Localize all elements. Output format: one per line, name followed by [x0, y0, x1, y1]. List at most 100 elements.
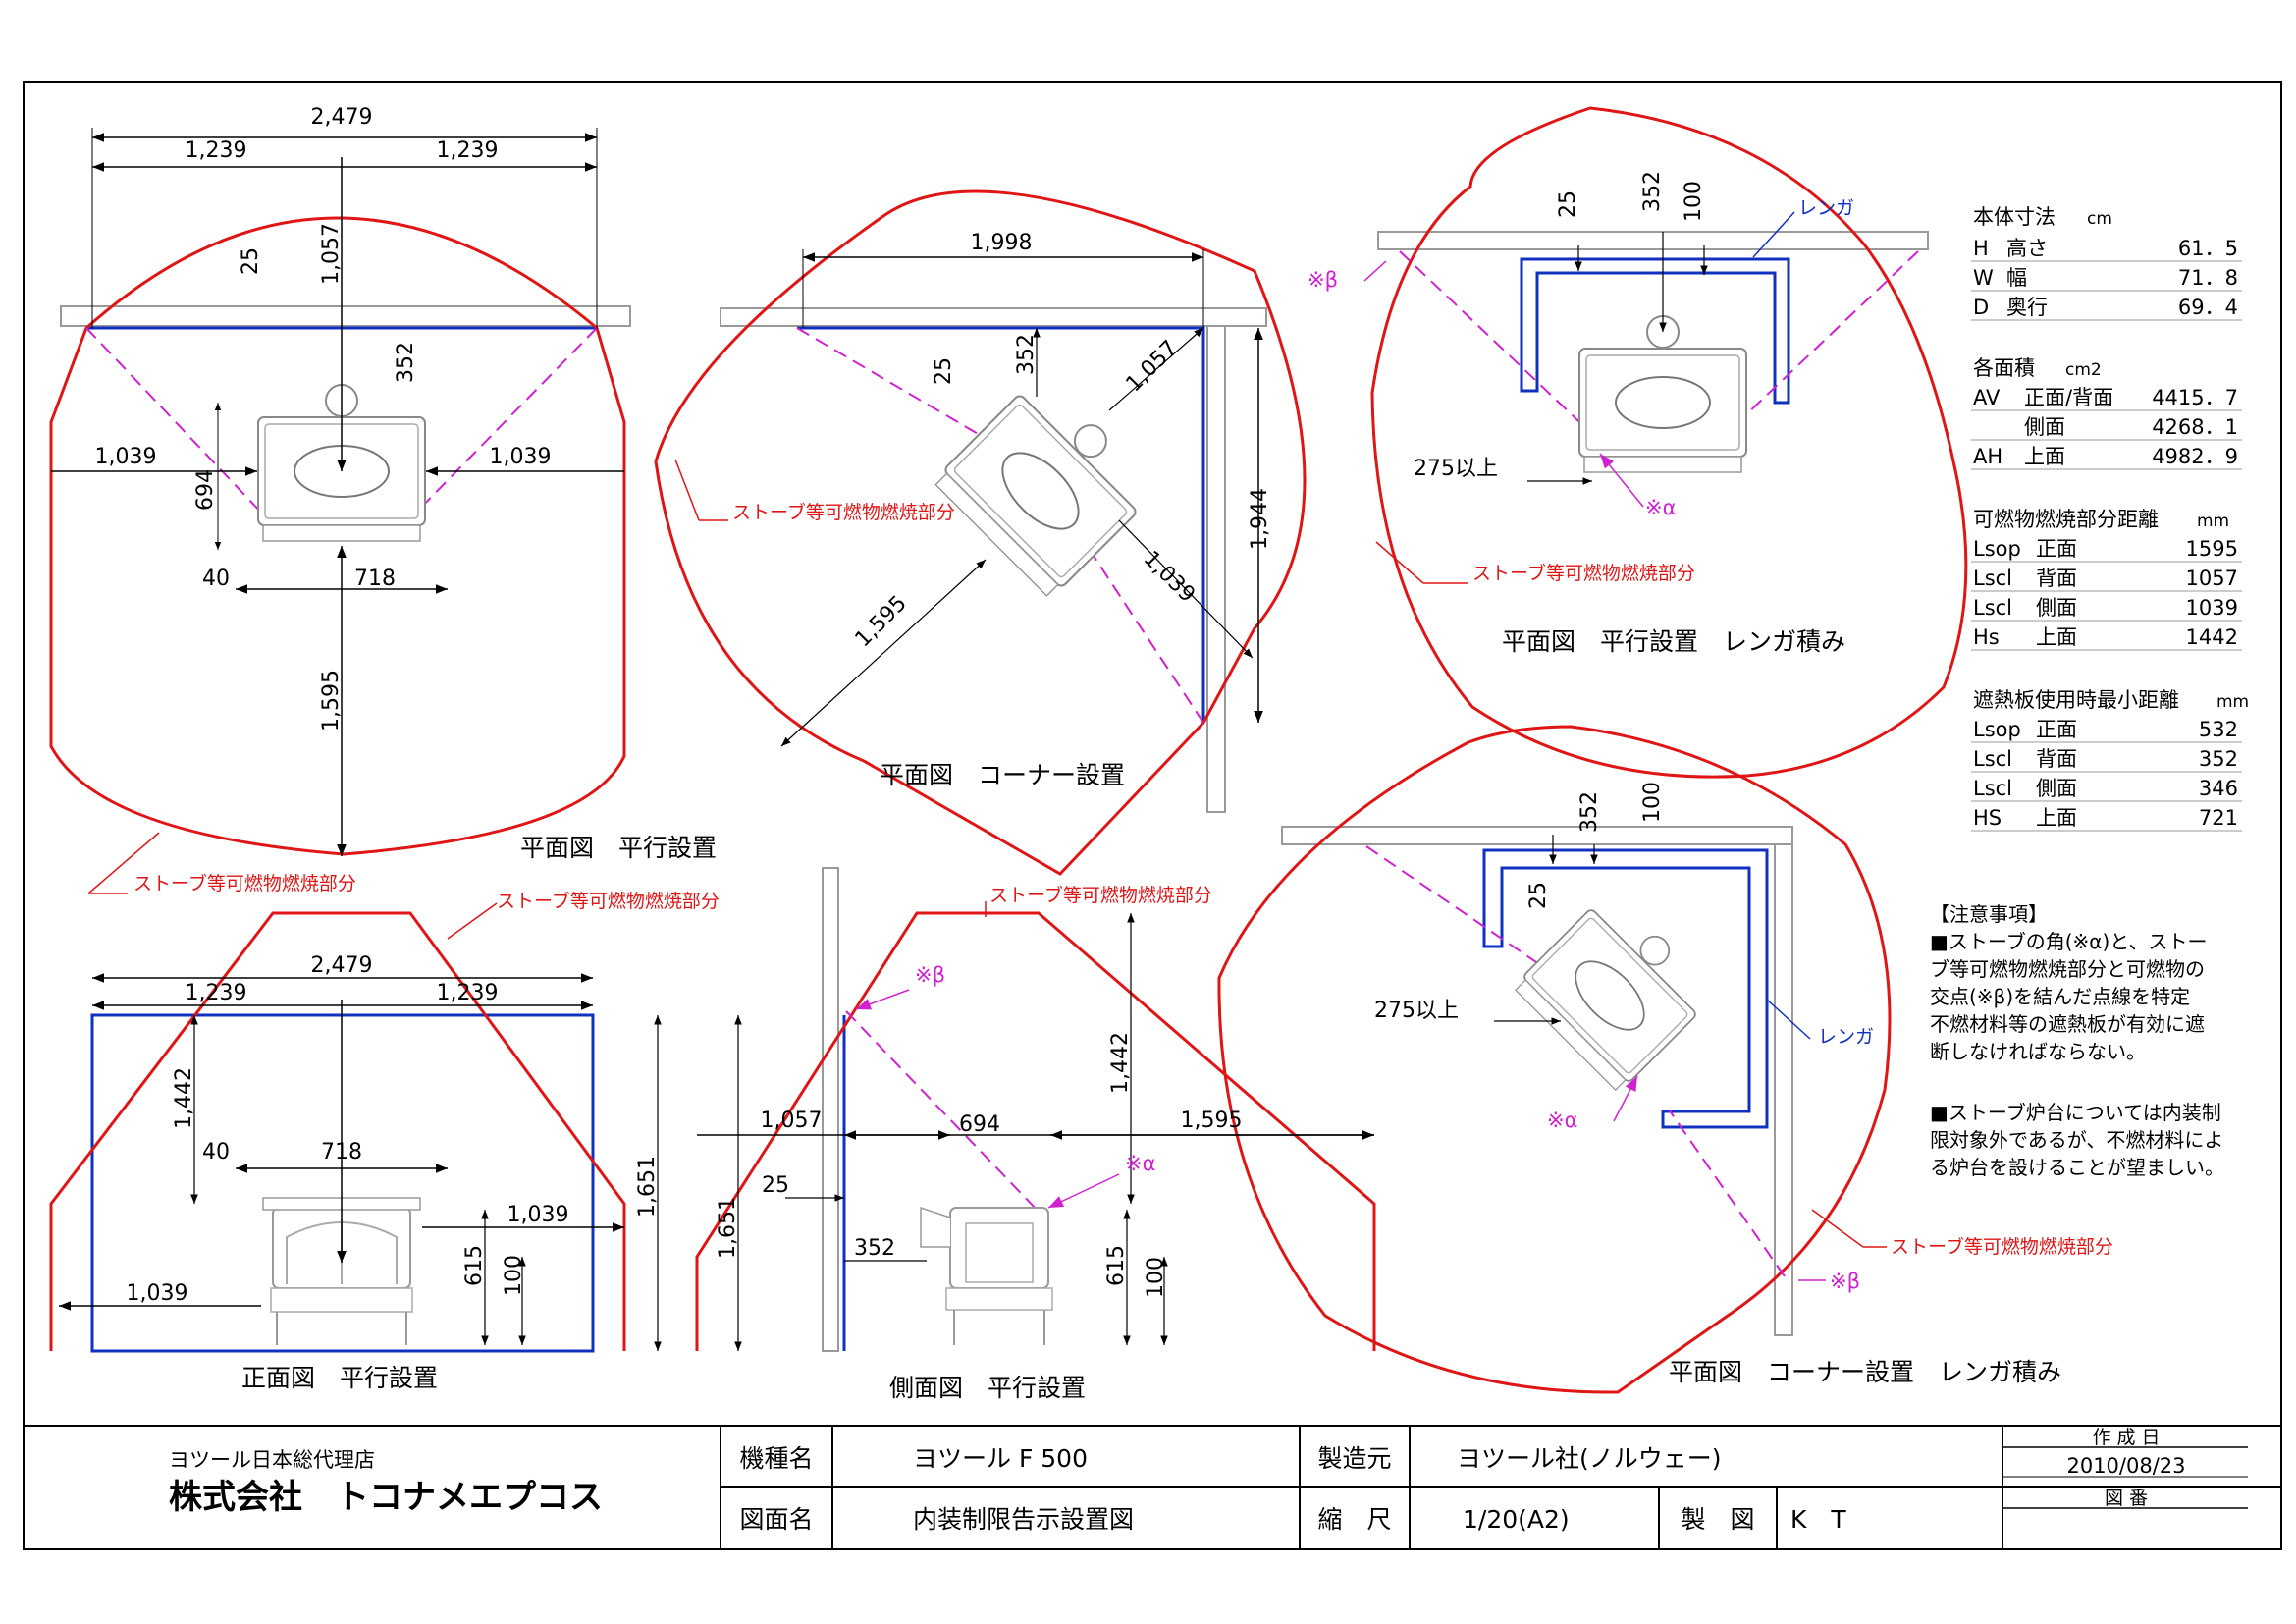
spec-key: Lscl: [1973, 567, 2012, 590]
note-line: 断しなければならない。: [1930, 1040, 2146, 1063]
spec-key: HS: [1973, 806, 2002, 830]
maker-value: ヨツール社(ノルウェー): [1457, 1444, 1722, 1473]
dim-side-left: 1,039: [127, 1281, 188, 1306]
notes-heading: 【注意事項】: [1930, 902, 2048, 926]
wall-outline: [90, 1013, 595, 1353]
spec-value: 1057: [2186, 567, 2238, 590]
alpha-label: ※α: [1125, 1152, 1155, 1175]
notes: 【注意事項】 ■ストーブの角(※α)と、ストー ブ等可燃物燃焼部分と可燃物の 交…: [1930, 902, 2224, 1179]
maker-label: 製造元: [1317, 1444, 1391, 1473]
drawing-no-label: 図 番: [2105, 1488, 2148, 1509]
combustion-zone-outline: [1370, 106, 1968, 779]
combustion-zone-outline: [49, 216, 626, 856]
zone-label: ストーブ等可燃物燃焼部分: [133, 872, 356, 894]
dim-height-1651: 1,651: [635, 1156, 660, 1218]
dim-rear-clear: 25: [762, 1173, 789, 1198]
view-side-parallel: 1,057 694 1,595 25 352 1,442 1,651 615 1…: [695, 867, 1376, 1402]
dim-rear-352: 352: [854, 1236, 895, 1261]
dim-25: 25: [1556, 190, 1580, 218]
stove-side-illustration: [920, 1206, 1053, 1345]
spec-name: 正面/背面: [2024, 386, 2113, 409]
dim-side-arc: 1,039: [1139, 547, 1200, 608]
spec-area-unit: cm2: [2065, 360, 2102, 380]
spec-value: 346: [2199, 777, 2238, 800]
spec-name: 背面: [2036, 567, 2077, 590]
dim-front: 1,595: [851, 591, 912, 652]
note-line: 限対象外であるが、不燃材料によ: [1930, 1128, 2223, 1152]
spec-value: 352: [2199, 747, 2238, 771]
spec-key: AV: [1973, 386, 2001, 409]
spec-key: Lscl: [1973, 747, 2012, 771]
dim-body-width: 718: [321, 1140, 362, 1164]
spec-key: W: [1973, 266, 1994, 290]
shield-dashed-line: [85, 327, 598, 517]
dim-height-1442: 1,442: [1108, 1032, 1133, 1094]
dim-100: 100: [1640, 782, 1665, 823]
beta-label: ※β: [1308, 268, 1338, 292]
drafter-label: 製 図: [1681, 1505, 1754, 1534]
view-title-front-parallel: 正面図 平行設置: [241, 1364, 438, 1392]
spec-name: 上面: [2036, 625, 2077, 649]
combustion-zone-outline: [695, 911, 1376, 1351]
agent-label: ヨツール日本総代理店: [169, 1448, 375, 1472]
shield-dashed-line: [796, 327, 1204, 724]
dim-rear: 1,057: [761, 1109, 823, 1133]
shield-dashed-line: [1399, 250, 1919, 437]
sheet-border: [23, 81, 2282, 1550]
dim-height-1442: 1,442: [172, 1067, 196, 1129]
view-plan-parallel: 2,479 1,239 1,239 25 1,057 352 1,039 1,0…: [49, 105, 717, 894]
view-title-side-parallel: 側面図 平行設置: [889, 1374, 1086, 1402]
dim-352: 352: [1577, 791, 1602, 833]
company-name: 株式会社 トコナメエプコス: [169, 1478, 603, 1517]
spec-body-heading: 本体寸法: [1973, 205, 2056, 229]
spec-name: 側面: [2024, 415, 2065, 439]
view-title-plan-parallel: 平面図 平行設置: [520, 834, 717, 862]
note-line: 交点(※β)を結んだ点線を特定: [1930, 985, 2190, 1008]
dim-rear-clear: 25: [932, 357, 956, 385]
title-block: ヨツール日本総代理店 株式会社 トコナメエプコス 機種名 ヨツール F 500 …: [169, 1426, 2281, 1549]
dim-front: 1,595: [319, 670, 344, 731]
created-label: 作 成 日: [2092, 1427, 2160, 1448]
spec-value: 1039: [2186, 596, 2238, 620]
view-plan-parallel-brick: 25 352 100 275以上 レンガ ※β ※α ストーブ等可燃物燃焼部分 …: [1308, 106, 1968, 779]
dim-half-right: 1,239: [437, 981, 499, 1005]
alpha-label: ※α: [1645, 496, 1676, 519]
dim-side-right: 1,039: [507, 1203, 569, 1227]
spec-value: 4982．9: [2152, 445, 2238, 468]
dim-body-width: 718: [354, 567, 396, 591]
view-title-plan-corner: 平面図 コーナー設置: [880, 761, 1125, 789]
dim-height-100: 100: [502, 1255, 526, 1296]
view-title-plan-parallel-brick: 平面図 平行設置 レンガ積み: [1502, 627, 1845, 656]
dim-total-width: 2,479: [311, 953, 373, 978]
dim-front: 1,595: [1181, 1109, 1243, 1133]
brick-label: レンガ: [1798, 197, 1854, 219]
spec-value: 1442: [2186, 625, 2238, 649]
alpha-label: ※α: [1547, 1109, 1577, 1132]
spec-value: 1595: [2186, 537, 2238, 561]
scale-value: 1/20(A2): [1463, 1505, 1570, 1534]
spec-key: Lsop: [1973, 718, 2021, 741]
zone-label: ストーブ等可燃物燃焼部分: [732, 501, 955, 523]
dim-rear-352: 352: [1014, 334, 1039, 375]
spec-combustible-heading: 可燃物燃焼部分距離: [1973, 508, 2159, 531]
note-line: ■ストーブ炉台については内装制: [1930, 1101, 2221, 1124]
view-title-plan-corner-brick: 平面図 コーナー設置 レンガ積み: [1669, 1358, 2061, 1386]
created-value: 2010/08/23: [2066, 1454, 2185, 1478]
wall: [1377, 231, 1929, 250]
brick-wall: [1520, 257, 1790, 405]
spec-key: H: [1973, 237, 1989, 260]
dim-height-100: 100: [1144, 1257, 1168, 1298]
spec-value: 4268．1: [2152, 415, 2238, 439]
brick-wall: [1482, 848, 1769, 1129]
zone-label: ストーブ等可燃物燃焼部分: [497, 890, 720, 912]
scale-label: 縮 尺: [1317, 1505, 1391, 1534]
spec-area-heading: 各面積: [1973, 356, 2035, 380]
spec-value: 69．4: [2178, 296, 2238, 319]
dim-legs: 40: [202, 567, 230, 591]
wall-side: [1206, 325, 1226, 813]
combustion-zone-outline: [1217, 725, 1892, 1394]
spec-key: Hs: [1973, 625, 2000, 649]
beta-label: ※β: [915, 963, 945, 987]
spec-name: 正面: [2036, 718, 2077, 741]
